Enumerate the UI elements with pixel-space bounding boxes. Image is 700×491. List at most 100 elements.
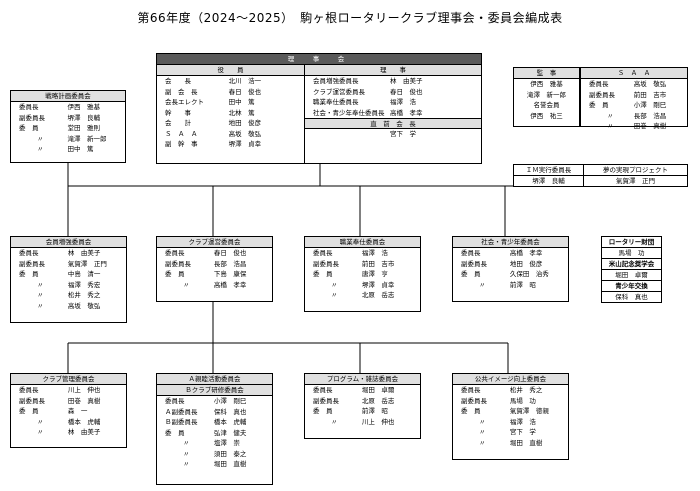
member-name: 高坂 敬弘 bbox=[228, 129, 262, 138]
member-name: 久保田 治秀 bbox=[509, 270, 549, 278]
member-row: 会員増強委員長林 由美子 bbox=[305, 76, 481, 87]
im-header: ＩＭ実行委員長 bbox=[514, 165, 584, 175]
member-name: 堺澤 貞幸 bbox=[361, 280, 395, 289]
auditor-name: 伊西 祐三 bbox=[530, 111, 563, 120]
member-row: 〃 福澤 浩 bbox=[453, 417, 568, 428]
member-row: 委員長伊西 雅基 bbox=[11, 102, 125, 113]
member-role: 委 員 bbox=[19, 270, 39, 278]
member-name: 川上 伸也 bbox=[67, 386, 101, 394]
member-role: 委 員 bbox=[313, 407, 333, 415]
member-name: 堂田 雅則 bbox=[67, 124, 100, 132]
member-role: Ｓ Ａ Ａ bbox=[165, 129, 198, 138]
special-committee-member: 保科 真也 bbox=[615, 293, 648, 301]
member-row: 副委員長堺澤 良輔 bbox=[11, 113, 125, 124]
member-row: Ａ副委員長保科 真也 bbox=[157, 407, 272, 418]
member-role: 委 員 bbox=[19, 124, 39, 132]
auditors-header: 監 事 bbox=[514, 68, 579, 79]
past-president-name: 宮下 学 bbox=[389, 130, 416, 138]
member-role: 〃 bbox=[479, 438, 486, 447]
member-role: 副 会 長 bbox=[165, 87, 198, 96]
member-name: 宮下 学 bbox=[509, 428, 536, 436]
directors-list: 会員増強委員長林 由美子クラブ運営委員長春日 俊也職業奉仕委員長福澤 浩社会・青… bbox=[305, 76, 481, 118]
member-name: 橋本 虎輔 bbox=[67, 417, 101, 426]
member-row: 〃堺澤 貞幸 bbox=[305, 280, 420, 291]
member-name: 松井 秀之 bbox=[67, 291, 101, 299]
member-row: 副委員長北原 岳志 bbox=[305, 396, 420, 407]
member-name: 小澤 剛巳 bbox=[213, 397, 247, 405]
member-role: 委 員 bbox=[165, 270, 185, 278]
member-role: 会 長 bbox=[165, 77, 191, 85]
member-row: 委員長堀田 卓爾 bbox=[305, 385, 420, 396]
member-role: 〃 bbox=[479, 417, 486, 426]
member-name: 春日 俊也 bbox=[213, 249, 247, 257]
member-role: 〃 bbox=[37, 417, 44, 426]
member-name: 小澤 剛巳 bbox=[633, 101, 667, 109]
member-role: 副委員長 bbox=[313, 259, 339, 268]
member-name: 松井 秀之 bbox=[509, 386, 543, 394]
member-role: 委員長 bbox=[19, 249, 39, 257]
member-role: 副委員長 bbox=[461, 396, 487, 405]
member-name: 春日 俊也 bbox=[389, 87, 423, 96]
auditors-box: 監 事 伊西 雅基 滝澤 新一郎 名誉会員 伊西 祐三 bbox=[513, 67, 580, 127]
member-row: 委 員森 一 bbox=[11, 406, 126, 417]
member-name: 長部 浩昌 bbox=[213, 259, 247, 268]
member-row: 〃滝澤 新一郎 bbox=[11, 134, 125, 145]
past-president-header: 直 前 会 長 bbox=[305, 118, 481, 129]
member-role: 〃 bbox=[479, 280, 486, 289]
member-name: 弘津 健夫 bbox=[213, 428, 247, 437]
member-row: 委 員氣賀澤 徳親 bbox=[453, 406, 568, 417]
member-name: 地田 俊彦 bbox=[509, 259, 543, 268]
member-role: 副委員長 bbox=[19, 396, 45, 405]
member-role: 〃 bbox=[37, 145, 44, 153]
member-row: 〃 橋本 虎輔 bbox=[11, 417, 126, 428]
member-role: クラブ運営委員長 bbox=[313, 87, 365, 96]
member-name: 下島 康保 bbox=[213, 270, 247, 278]
member-role: 会員増強委員長 bbox=[313, 77, 359, 85]
member-row: 〃高橋 孝幸 bbox=[157, 280, 272, 291]
member-role: 〃 bbox=[37, 134, 44, 143]
board-header: 理 事 会 bbox=[157, 54, 481, 65]
member-name: 福澤 秀宏 bbox=[67, 280, 101, 289]
member-row: 〃田中 篤 bbox=[11, 144, 125, 155]
member-row: クラブ運営委員長 春日 俊也 bbox=[305, 87, 481, 98]
member-row: 〃前澤 昭 bbox=[453, 280, 568, 291]
member-name: 前田 吉市 bbox=[633, 90, 667, 99]
strategy-committee-box: 戦略計画委員会 委員長伊西 雅基副委員長堺澤 良輔委 員堂田 雅則〃滝澤 新一郎… bbox=[10, 90, 126, 163]
officers-column: 役 員 会 長北川 浩一副 会 長春日 俊也会長エレクト田中 篤幹 事北林 篤会… bbox=[157, 65, 305, 163]
member-row: 〃須田 泰之 bbox=[157, 449, 272, 460]
member-name: 塩澤 崇 bbox=[213, 439, 240, 447]
member-name: 堀田 直樹 bbox=[509, 438, 543, 447]
member-name: 堺澤 良輔 bbox=[67, 113, 100, 122]
officers-header: 役 員 bbox=[157, 65, 304, 76]
member-role: 〃 bbox=[37, 291, 44, 299]
member-row: 〃川上 伸也 bbox=[305, 417, 420, 428]
member-name: 川上 伸也 bbox=[361, 417, 395, 426]
dream-project-name: 氣賀澤 正門 bbox=[616, 177, 655, 185]
member-row: 〃塩澤 崇 bbox=[157, 438, 272, 449]
member-row: 副 幹 事堺澤 貞幸 bbox=[157, 139, 304, 150]
committee-header: プログラム・雑誌委員会 bbox=[305, 374, 420, 385]
committee-box: 社会・青少年委員会委員長高橋 孝幸副委員長地田 俊彦委 員久保田 治秀〃前澤 昭 bbox=[452, 236, 569, 302]
member-row: 副 会 長春日 俊也 bbox=[157, 87, 304, 98]
im-project-box: ＩＭ実行委員長 夢の実現プロジェクト 堺澤 良輔 氣賀澤 正門 bbox=[513, 164, 688, 187]
member-name: 高橋 孝幸 bbox=[509, 249, 543, 257]
directors-column: 理 事 会員増強委員長林 由美子クラブ運営委員長春日 俊也職業奉仕委員長福澤 浩… bbox=[305, 65, 481, 163]
member-row: 委 員弘津 健夫 bbox=[157, 428, 272, 439]
member-role: 〃 bbox=[607, 111, 614, 120]
committee-header: 職業奉仕委員会 bbox=[305, 237, 420, 248]
member-name: 馬場 功 bbox=[509, 396, 536, 405]
directors-header: 理 事 bbox=[305, 65, 481, 76]
member-role: 委員長 bbox=[19, 103, 39, 111]
member-row: 〃高坂 敬弘 bbox=[11, 301, 126, 312]
saa-header: Ｓ Ａ Ａ bbox=[581, 68, 687, 79]
special-committees-box: ロータリー財団馬場 功米山記念奨学会堀田 卓爾青少年交換保科 真也 bbox=[601, 236, 662, 303]
special-committee-member: 堀田 卓爾 bbox=[602, 270, 661, 281]
auditor-name: 滝澤 新一郎 bbox=[527, 90, 566, 99]
member-role: 委 員 bbox=[313, 270, 333, 278]
member-row: 副委員長氣賀澤 正門 bbox=[11, 259, 126, 270]
member-role: 〃 bbox=[183, 449, 190, 458]
member-row: 副委員長田巻 真樹 bbox=[11, 396, 126, 407]
member-name: 福澤 浩 bbox=[509, 417, 536, 426]
member-row: 会 長北川 浩一 bbox=[157, 76, 304, 87]
